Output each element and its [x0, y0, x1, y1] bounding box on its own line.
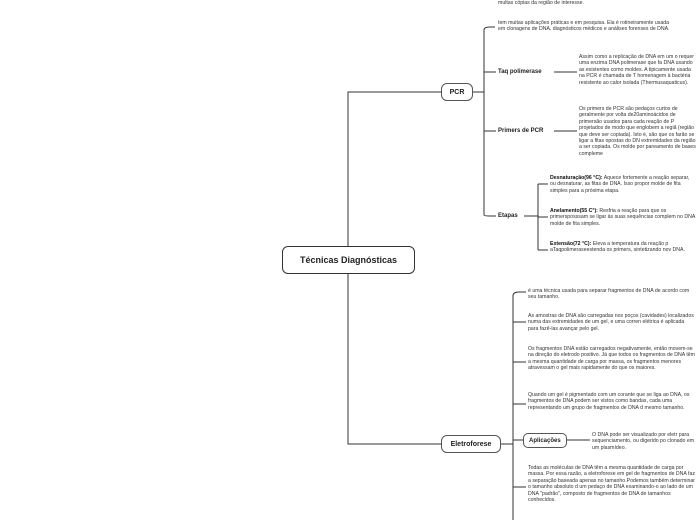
eletro-item-3: Os fragmentos DNA estão carregados negat… — [528, 346, 695, 372]
eletro-item-1: é uma técnica usada para separar fragmen… — [528, 288, 690, 301]
etapa-desnaturacao: Desnaturação(96 °C): Aquece fortemente a… — [550, 175, 696, 195]
topic-pcr[interactable]: PCR — [441, 83, 473, 101]
taq-text: Assim como a replicação de DNA em um o r… — [579, 54, 695, 86]
primers-text: Os primers de PCR são pedaços curtos de … — [579, 106, 696, 157]
subtopic-taq-polimerase[interactable]: Taq polimerase — [498, 69, 542, 75]
etapa-anelamento: Anelamento(55 C°): Resfria a reação para… — [550, 208, 696, 228]
subtopic-aplicacoes[interactable]: Aplicações — [523, 433, 567, 448]
topic-eletroforese[interactable]: Eletroforese — [441, 435, 501, 453]
etapa-anelamento-title: Anelamento(55 C°): — [550, 208, 598, 214]
etapa-desnaturacao-text: Aquece fortemente a reação separar, ou d… — [550, 175, 690, 194]
central-topic[interactable]: Técnicas Diagnósticas — [282, 246, 415, 274]
etapa-extensao-text: Eleva a temperatura da reação p aTaqpoli… — [550, 241, 685, 254]
subtopic-etapas[interactable]: Etapas — [498, 213, 518, 219]
aplicacoes-text: O DNA pode ser visualizado por eletr par… — [592, 432, 695, 451]
etapa-desnaturacao-title: Desnaturação(96 °C): — [550, 175, 603, 181]
etapa-anelamento-text: Resfria a reação para que os primersposs… — [550, 208, 696, 227]
pcr-intro-2: tem muitas aplicações práticas e em pesq… — [498, 20, 670, 33]
pcr-intro-1: multas cópias da região de interesse. — [498, 0, 584, 6]
eletro-item-5: Todas as moléculas de DNA têm a mesma qu… — [528, 465, 695, 504]
etapa-extensao: Extensão(72 °C): Eleva a temperatura da … — [550, 241, 696, 261]
etapa-extensao-title: Extensão(72 °C): — [550, 241, 592, 247]
eletro-item-2: As amostras de DNA são carregadas nos po… — [528, 313, 694, 332]
eletro-item-4: Quando um gel é pigmentado com um corant… — [528, 392, 690, 411]
subtopic-primers[interactable]: Primers de PCR — [498, 128, 544, 134]
